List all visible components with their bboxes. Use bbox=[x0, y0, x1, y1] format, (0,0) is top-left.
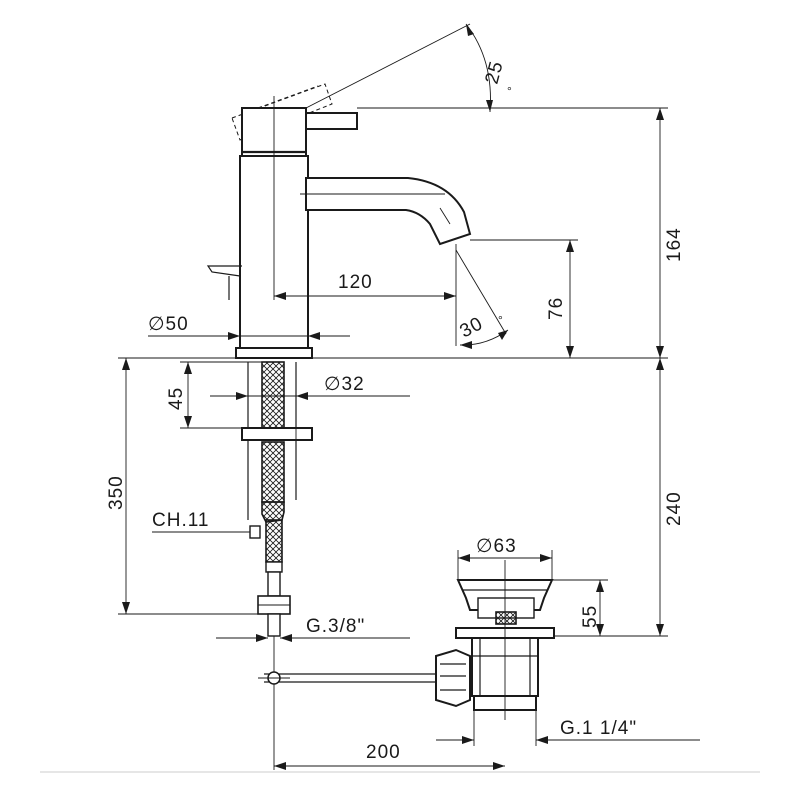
popup-rod bbox=[206, 265, 242, 277]
waste-distance-label: 200 bbox=[366, 742, 401, 763]
faucet-body bbox=[206, 83, 472, 359]
lever-tilted-outline bbox=[231, 83, 333, 141]
waste-distance-dimension: 200 bbox=[274, 742, 505, 770]
body-diameter-dimension: ∅50 bbox=[148, 314, 350, 342]
angle-lever-unit: ° bbox=[507, 84, 513, 98]
waste-diameter-label: ∅63 bbox=[476, 536, 517, 557]
spout-height-label: 76 bbox=[546, 297, 567, 320]
waste-diameter-dimension: ∅63 bbox=[457, 536, 553, 580]
waste-height-label: 55 bbox=[580, 605, 601, 628]
deck-thickness-label: 45 bbox=[166, 387, 187, 410]
below-deck-label: 240 bbox=[664, 491, 685, 526]
hole-depth-dimension: 350 bbox=[106, 358, 262, 615]
body-diameter-label: ∅50 bbox=[148, 314, 189, 335]
waste-height-dimension: 55 bbox=[552, 579, 608, 637]
faucet-base bbox=[235, 347, 313, 359]
hose-diameter-label: ∅32 bbox=[324, 374, 365, 395]
lock-nut-plate bbox=[241, 427, 313, 441]
waste-thread-label: G.1 1/4" bbox=[560, 718, 637, 739]
angle-lever-label: 25 bbox=[482, 59, 508, 87]
faucet-spout bbox=[305, 177, 472, 246]
deck-thickness-dimension: 45 bbox=[166, 361, 262, 429]
angle-spout-unit: ° bbox=[498, 313, 504, 327]
hose-connector bbox=[257, 561, 291, 637]
angle-spout-label: 30 bbox=[456, 313, 486, 342]
spout-reach-label: 120 bbox=[338, 272, 373, 293]
popup-pull-rod bbox=[258, 636, 440, 770]
spout-height-dimension: 76 bbox=[470, 239, 578, 358]
below-deck-dimension: 240 bbox=[554, 358, 685, 637]
hose-thread-dimension: G.3/8" bbox=[216, 616, 410, 642]
spout-reach-dimension: 120 bbox=[274, 244, 457, 346]
hose-diameter-dimension: ∅32 bbox=[210, 374, 410, 400]
supply-hose bbox=[247, 361, 297, 563]
wrench-size-label: CH.11 bbox=[152, 510, 209, 531]
waste-thread-dimension: G.1 1/4" bbox=[436, 710, 700, 746]
height-total-label: 164 bbox=[664, 227, 685, 262]
hose-thread-label: G.3/8" bbox=[306, 616, 365, 637]
lever-handle bbox=[302, 112, 358, 130]
waste-valve bbox=[435, 560, 555, 720]
angle-spout-dimension: 30 ° bbox=[455, 249, 509, 349]
angle-lever-dimension: 25 ° bbox=[305, 23, 513, 113]
hole-depth-label: 350 bbox=[106, 475, 127, 510]
wrench-size-callout: CH.11 bbox=[152, 510, 261, 539]
